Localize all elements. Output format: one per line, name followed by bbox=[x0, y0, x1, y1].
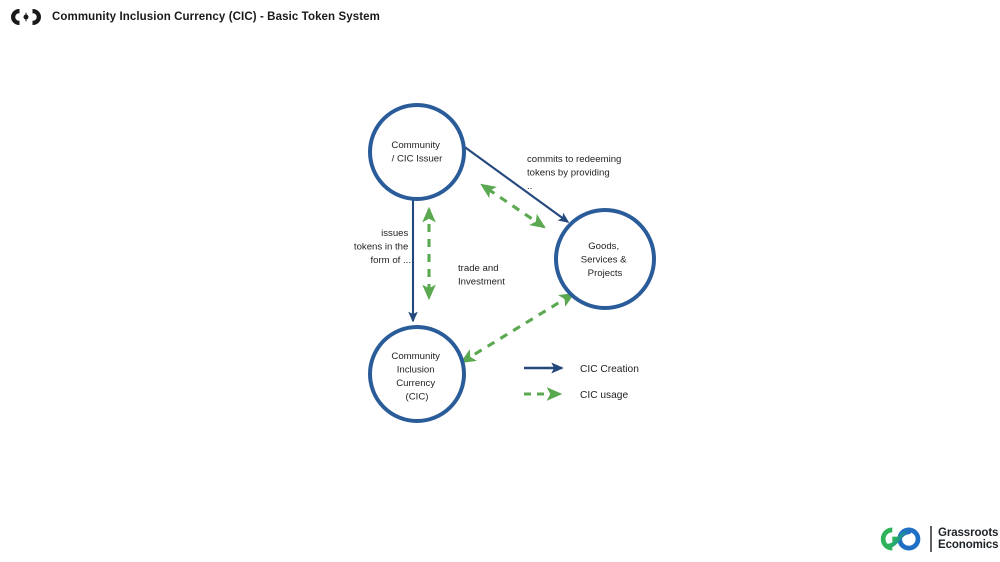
node-community-cic-issuer-circle[interactable] bbox=[368, 103, 466, 201]
node-goods-services-projects[interactable]: Goods, Services & Projects bbox=[554, 208, 656, 310]
node-community-cic-issuer-label: Community / CIC Issuer bbox=[391, 140, 443, 165]
brand-line-economics: Economics bbox=[938, 539, 999, 551]
brand-footer: Grassroots Economics bbox=[874, 518, 999, 560]
cic-infinity-logo-icon bbox=[11, 9, 41, 25]
legend: CIC Creation CIC usage bbox=[524, 362, 639, 401]
brand-wordmark: Grassroots Economics bbox=[938, 526, 999, 552]
node-goods-services-projects-label: Goods, Services & Projects bbox=[581, 241, 630, 279]
edge-label-trade-and-investment: trade and Investment bbox=[458, 263, 505, 288]
page-title: Community Inclusion Currency (CIC) - Bas… bbox=[52, 11, 380, 23]
legend-item-cic-creation: CIC Creation bbox=[524, 362, 639, 375]
page-header: Community Inclusion Currency (CIC) - Bas… bbox=[0, 0, 1000, 34]
legend-item-cic-usage: CIC usage bbox=[524, 387, 628, 401]
legend-label-cic-usage: CIC usage bbox=[580, 390, 628, 401]
legend-label-cic-creation: CIC Creation bbox=[580, 364, 639, 375]
edge-label-issues-tokens: issues tokens in the form of ... bbox=[354, 228, 411, 266]
node-community-inclusion-currency[interactable]: Community Inclusion Currency (CIC) bbox=[368, 325, 466, 423]
edge-goods-issuer-usage-line bbox=[480, 183, 546, 229]
grassroots-economics-logo-icon bbox=[880, 527, 921, 551]
edge-issuer-to-goods-line bbox=[454, 139, 570, 223]
edge-issuer-to-goods bbox=[454, 139, 570, 223]
edge-cic-goods-usage bbox=[460, 292, 575, 364]
edge-goods-issuer-usage bbox=[480, 183, 546, 229]
node-goods-services-projects-circle[interactable] bbox=[554, 208, 656, 310]
edge-cic-goods-usage-line bbox=[460, 292, 575, 364]
brand-line-grassroots: Grassroots bbox=[938, 526, 999, 539]
edge-label-commits-to-redeeming: commits to redeeming tokens by providing… bbox=[527, 154, 624, 192]
node-community-inclusion-currency-label: Community Inclusion Currency (CIC) bbox=[391, 351, 442, 403]
node-community-cic-issuer[interactable]: Community / CIC Issuer bbox=[368, 103, 466, 201]
brand-divider bbox=[930, 526, 932, 552]
node-community-inclusion-currency-circle[interactable] bbox=[368, 325, 466, 423]
